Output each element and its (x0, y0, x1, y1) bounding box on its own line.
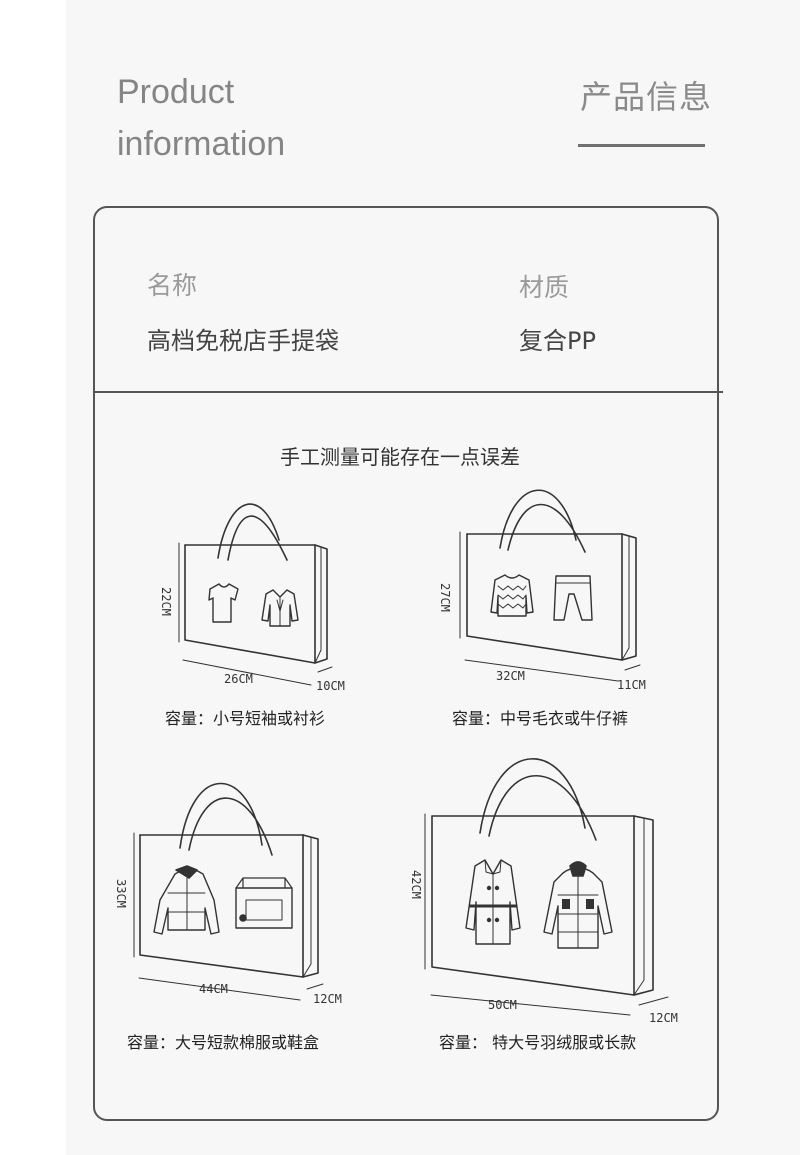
name-label: 名称 (147, 271, 198, 300)
tshirt-icon (208, 583, 239, 623)
page-title-cn: 产品信息 (580, 78, 713, 116)
bag-large-height: 33CM (114, 879, 128, 908)
title-en-line1: Product (117, 73, 235, 111)
bag-medium-height: 27CM (438, 583, 452, 612)
material-label: 材质 (519, 273, 570, 302)
bag-xl-depth: 12CM (649, 1011, 678, 1025)
info-card (93, 206, 719, 1121)
page-background (66, 0, 800, 1155)
title-underline (578, 144, 705, 147)
bag-medium-handle (499, 489, 586, 553)
bag-large-capacity: 容量：大号短款棉服或鞋盒 (127, 1033, 319, 1052)
bag-small-width: 26CM (224, 672, 253, 686)
bag-small (178, 503, 333, 686)
page-title-en: Product information (117, 66, 285, 170)
bag-small-depth: 10CM (316, 679, 345, 693)
left-margin (0, 0, 66, 1155)
shirt-icon (261, 589, 299, 627)
bag-xl (424, 758, 669, 1016)
bag-large (133, 782, 324, 1001)
title-en-line2: information (117, 125, 286, 163)
material-value: 复合PP (519, 327, 596, 355)
bag-xl-height: 42CM (409, 870, 423, 899)
down-coat-icon (543, 861, 613, 949)
bag-xl-handle (479, 758, 597, 841)
name-value: 高档免税店手提袋 (147, 327, 339, 355)
bag-large-width: 44CM (199, 982, 228, 996)
bag-xl-width: 50CM (488, 998, 517, 1012)
shoe-box-icon (235, 877, 293, 929)
bag-large-handle (179, 782, 273, 856)
bag-medium (459, 489, 641, 682)
bag-medium-width: 32CM (496, 669, 525, 683)
bag-small-height: 22CM (159, 587, 173, 616)
bag-large-depth: 12CM (313, 992, 342, 1006)
bag-medium-depth: 11CM (617, 678, 646, 692)
sweater-icon (490, 574, 534, 617)
trench-coat-icon (465, 859, 521, 945)
bag-small-capacity: 容量：小号短袖或衬衫 (165, 709, 325, 728)
bag-medium-capacity: 容量：中号毛衣或牛仔裤 (452, 709, 628, 728)
bag-small-handle (217, 503, 288, 561)
card-divider (93, 391, 723, 393)
pants-icon (553, 575, 593, 621)
puffer-jacket-icon (153, 865, 220, 935)
measurement-note: 手工测量可能存在一点误差 (280, 445, 520, 469)
bag-xl-capacity: 容量： 特大号羽绒服或长款 (439, 1033, 636, 1052)
